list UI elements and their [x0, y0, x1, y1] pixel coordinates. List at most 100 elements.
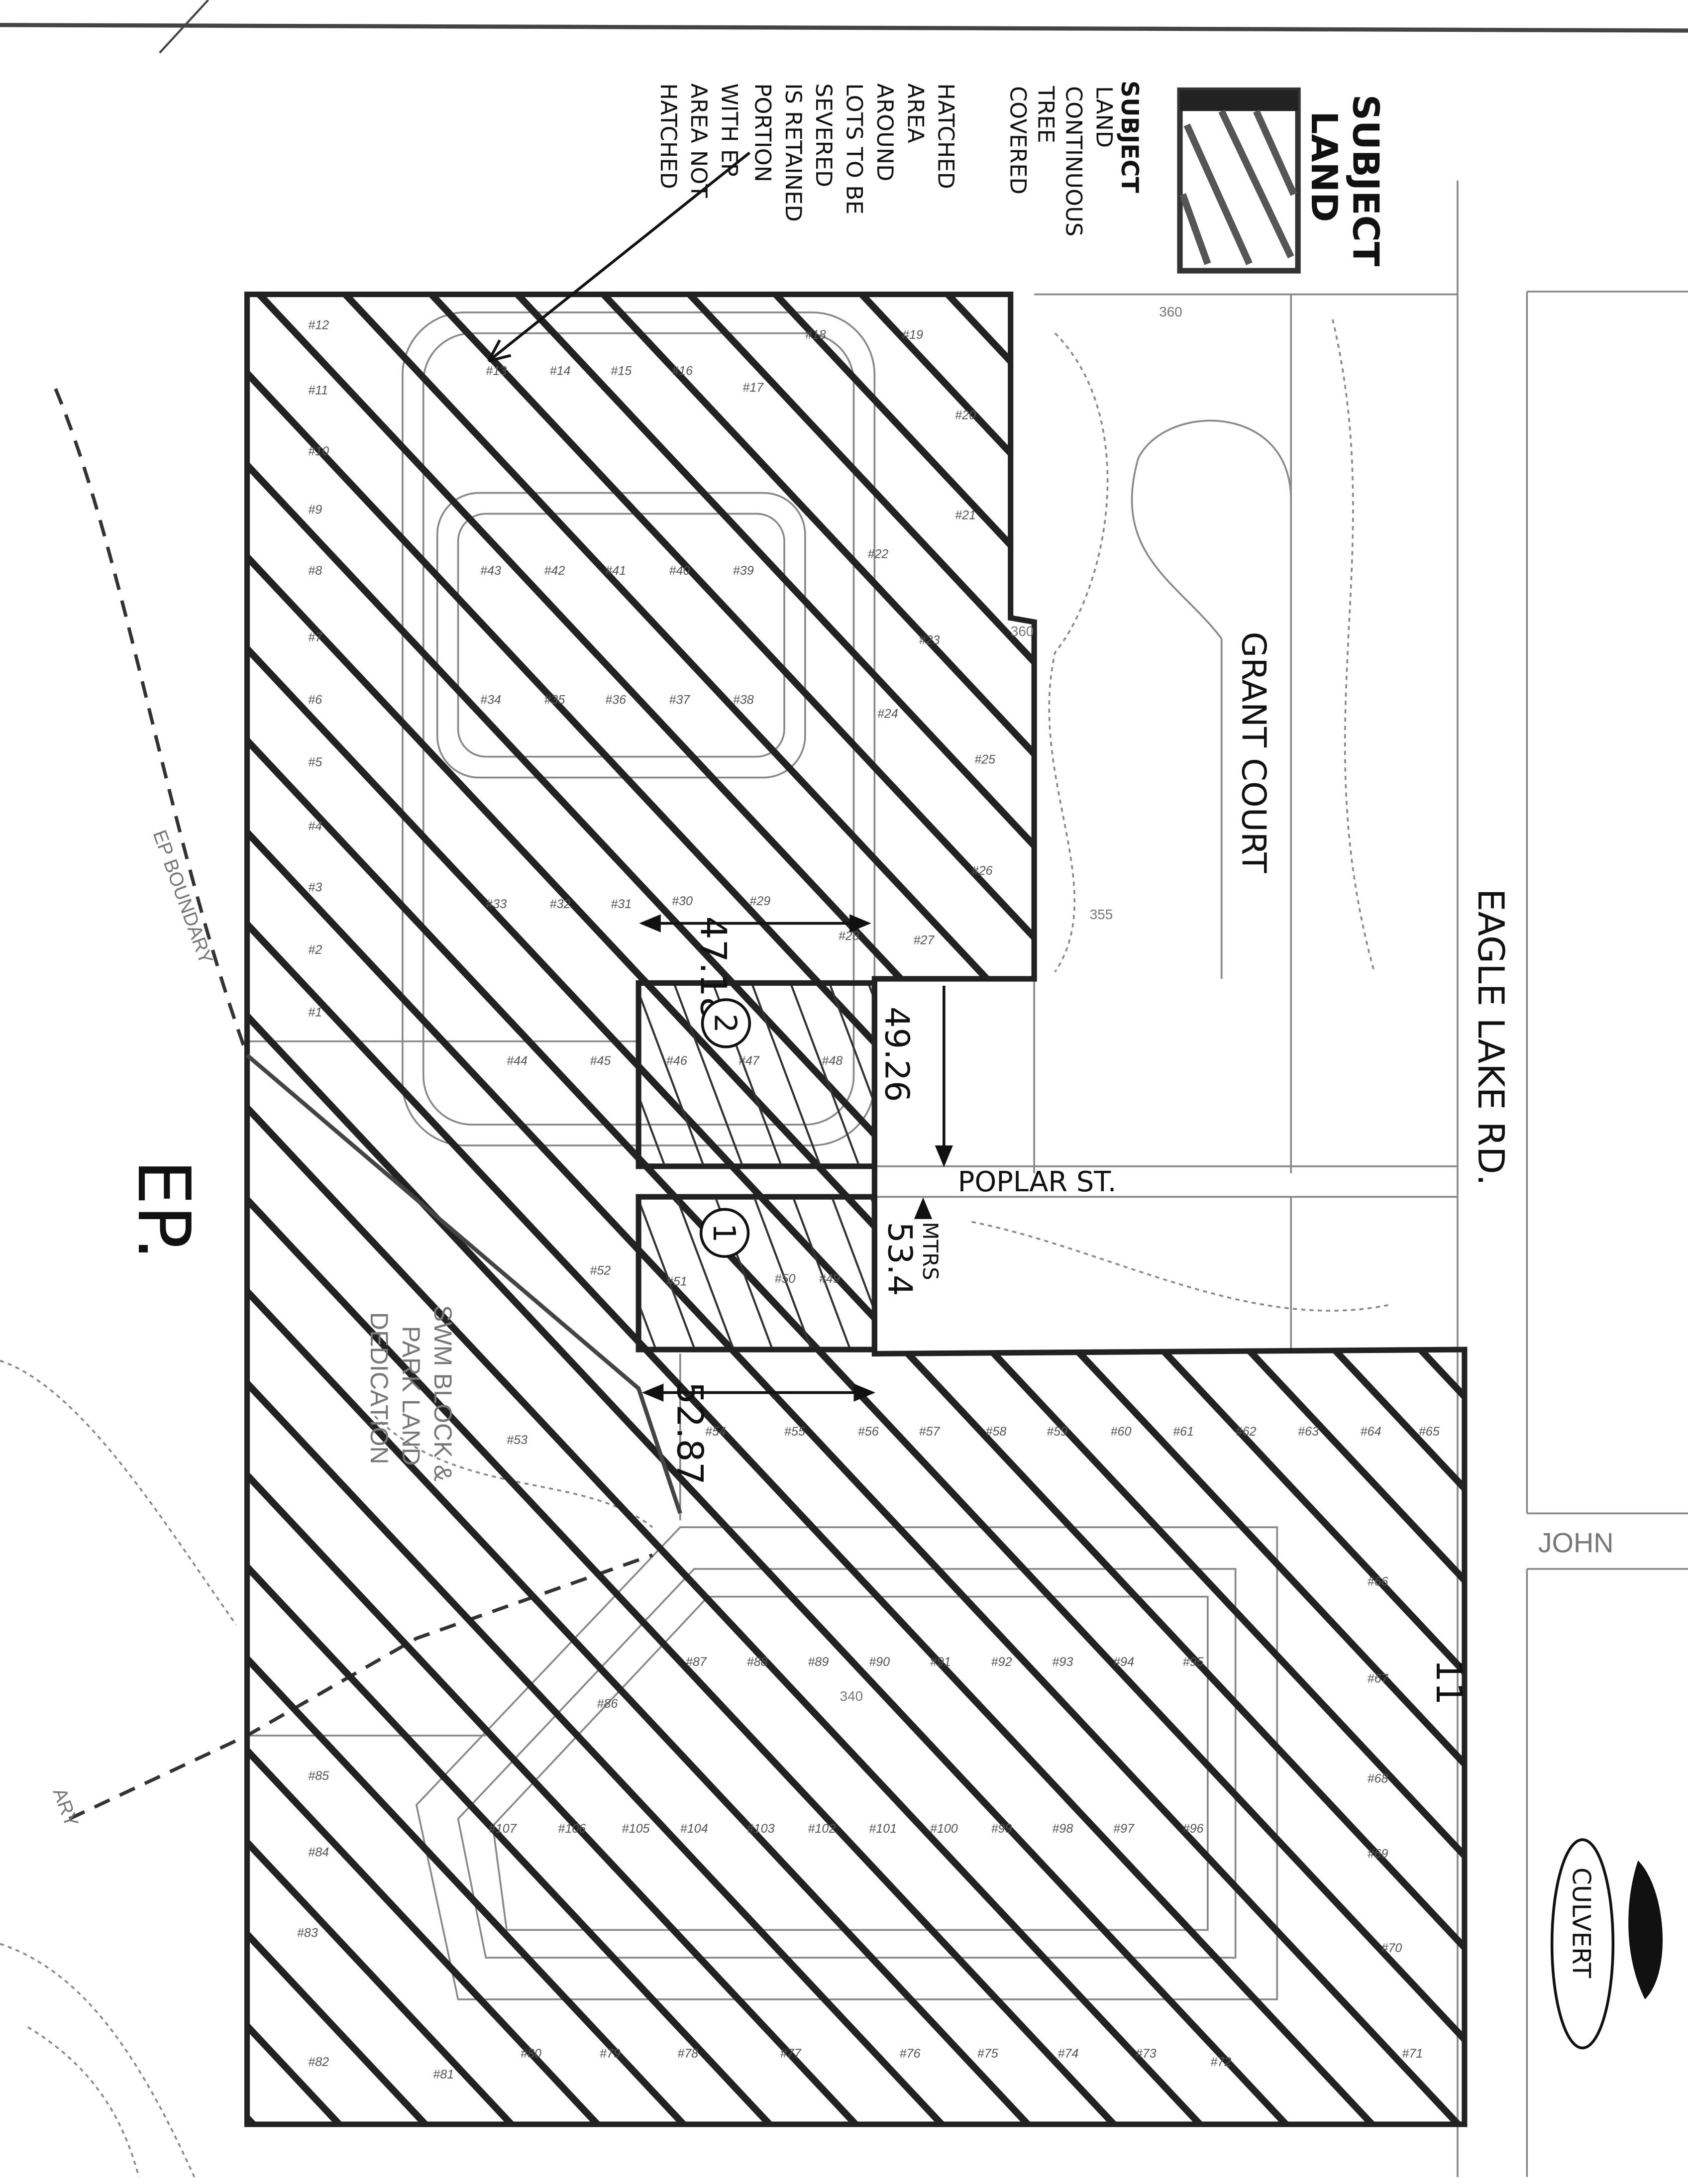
lot-number-label: #23: [919, 633, 940, 647]
lot-number-label: #47: [738, 1054, 760, 1068]
hatch-stroke: [0, 0, 672, 2184]
hatch-stroke: [926, 294, 1465, 2125]
lot-number-label: #11: [308, 383, 328, 397]
lot-number-label: #55: [784, 1425, 806, 1439]
lot-number-label: #40: [669, 564, 690, 578]
legend-label-line: SUBJECT: [1345, 95, 1386, 267]
hatch-stroke: [674, 986, 743, 1164]
legend: SUBJECT LAND: [1177, 87, 1386, 274]
lot-number-label: #83: [297, 1926, 318, 1940]
lot-number-label: #41: [605, 564, 626, 578]
lot-number-label: #94: [1113, 1655, 1134, 1669]
street-label-eagle-lake-rd: EAGLE LAKE RD.: [1470, 889, 1511, 1186]
swm-block-label: SWM BLOCK & PARK LAND DEDICATION: [365, 1305, 457, 1481]
contour-line: [374, 319, 1388, 1528]
scan-mark: [159, 0, 209, 54]
lot-number-label: #28: [839, 929, 859, 943]
note-line: AREA NOT: [686, 83, 712, 198]
lot-number-label: #95: [1183, 1655, 1204, 1669]
hatch-stroke: [247, 294, 1381, 2125]
hatch-stroke: [790, 986, 859, 1164]
lot-number-label: #52: [590, 1263, 611, 1277]
contour-label: 355: [1090, 907, 1113, 922]
lot-number-label: #18: [805, 328, 826, 342]
road-number-label: 11: [1428, 1659, 1470, 1705]
lot-number-label: #107: [489, 1822, 517, 1836]
lot-number-label: #20: [955, 409, 976, 422]
lot-number-label: #38: [733, 693, 754, 707]
internal-road-ring: [457, 1568, 1237, 1959]
lot-number-label: #66: [1368, 1574, 1388, 1588]
street-label-poplar-st: POPLAR ST.: [958, 1166, 1117, 1198]
lot-number-label: #58: [986, 1425, 1007, 1439]
note-line: HATCHED: [933, 83, 959, 189]
lot-number-label: #73: [1136, 2047, 1157, 2061]
note-line: CONTINUOUS: [1060, 86, 1086, 236]
parcel-2-circle: [701, 998, 751, 1048]
severed-area-divider: [245, 1053, 682, 1514]
hatch-stroke: [733, 0, 1566, 2184]
lot-number-label: #59: [1047, 1425, 1067, 1439]
lot-number-label: #65: [1419, 1425, 1440, 1439]
lot-number-label: #14: [550, 364, 571, 378]
hatch-stroke: [247, 294, 606, 2125]
lot-number-label: #77: [780, 2047, 802, 2061]
hatch-stroke: [0, 0, 788, 2184]
parcel-1-circle: [699, 1208, 750, 1258]
hatch-stroke: [247, 294, 1465, 2125]
lot-number-label: #30: [672, 894, 693, 908]
lot-number-label: #37: [669, 693, 691, 707]
lot-number-label: #86: [597, 1697, 618, 1711]
lot-number-label: #102: [808, 1822, 836, 1836]
lot-number-labels: #1#2#3#4#5#6#7#8#9#10#11#12#13#14#15#16#…: [297, 318, 1440, 2081]
hatch-stroke: [0, 0, 788, 2184]
culvert-mark: [1628, 1860, 1663, 1999]
lot-number-label: #80: [521, 2047, 541, 2061]
top-border-line: [0, 23, 1688, 33]
note-line: IS RETAINED: [780, 83, 806, 221]
contour-label: 340: [840, 1688, 863, 1704]
lot-number-label: #46: [666, 1054, 687, 1068]
lot-number-label: #6: [308, 693, 322, 707]
lot-number-label: #67: [1368, 1672, 1389, 1686]
hatch-stroke: [713, 986, 782, 1164]
parcel-1-boundary[interactable]: [635, 1194, 877, 1352]
note-line: COVERED: [1005, 86, 1031, 195]
lot-number-label: #48: [822, 1054, 843, 1068]
lot-number-label: #70: [1381, 1941, 1402, 1955]
lot-number-label: #89: [808, 1655, 829, 1669]
lot-number-label: #51: [666, 1275, 687, 1289]
internal-road-ring: [457, 513, 785, 758]
lot-number-label: #54: [705, 1425, 726, 1439]
lot-number-label: #33: [486, 897, 507, 911]
culvert-label: CULVERT: [1567, 1868, 1596, 1978]
lot-number-label: #36: [605, 693, 626, 707]
parcel-2-boundary[interactable]: [635, 980, 877, 1169]
hatch-stroke: [247, 294, 1037, 2125]
lot-number-label: #60: [1111, 1425, 1132, 1439]
parcel-2-label: 2: [708, 1014, 743, 1033]
hatch-stroke: [247, 294, 692, 2125]
lot-number-label: #96: [1183, 1822, 1204, 1836]
note-line: HATCHED: [655, 83, 681, 189]
lot-number-label: #35: [544, 693, 565, 707]
hatch-stroke: [0, 0, 555, 2184]
lot-number-label: #32: [550, 897, 571, 911]
hatch-stroke: [33, 0, 866, 2184]
note-line: SUBJECT: [1116, 81, 1143, 194]
hatch-stroke: [811, 0, 1644, 2184]
contour-label: 360: [1159, 304, 1182, 319]
lot-number-label: #98: [1052, 1822, 1073, 1836]
note-line: TREE: [1033, 86, 1059, 143]
lot-number-label: #27: [913, 933, 935, 947]
retained-portion-note: HATCHED AREA AROUND LOTS TO BE SEVERED I…: [487, 83, 959, 363]
ep-label: EP.: [121, 1159, 206, 1260]
lot-number-label: #15: [611, 364, 632, 378]
